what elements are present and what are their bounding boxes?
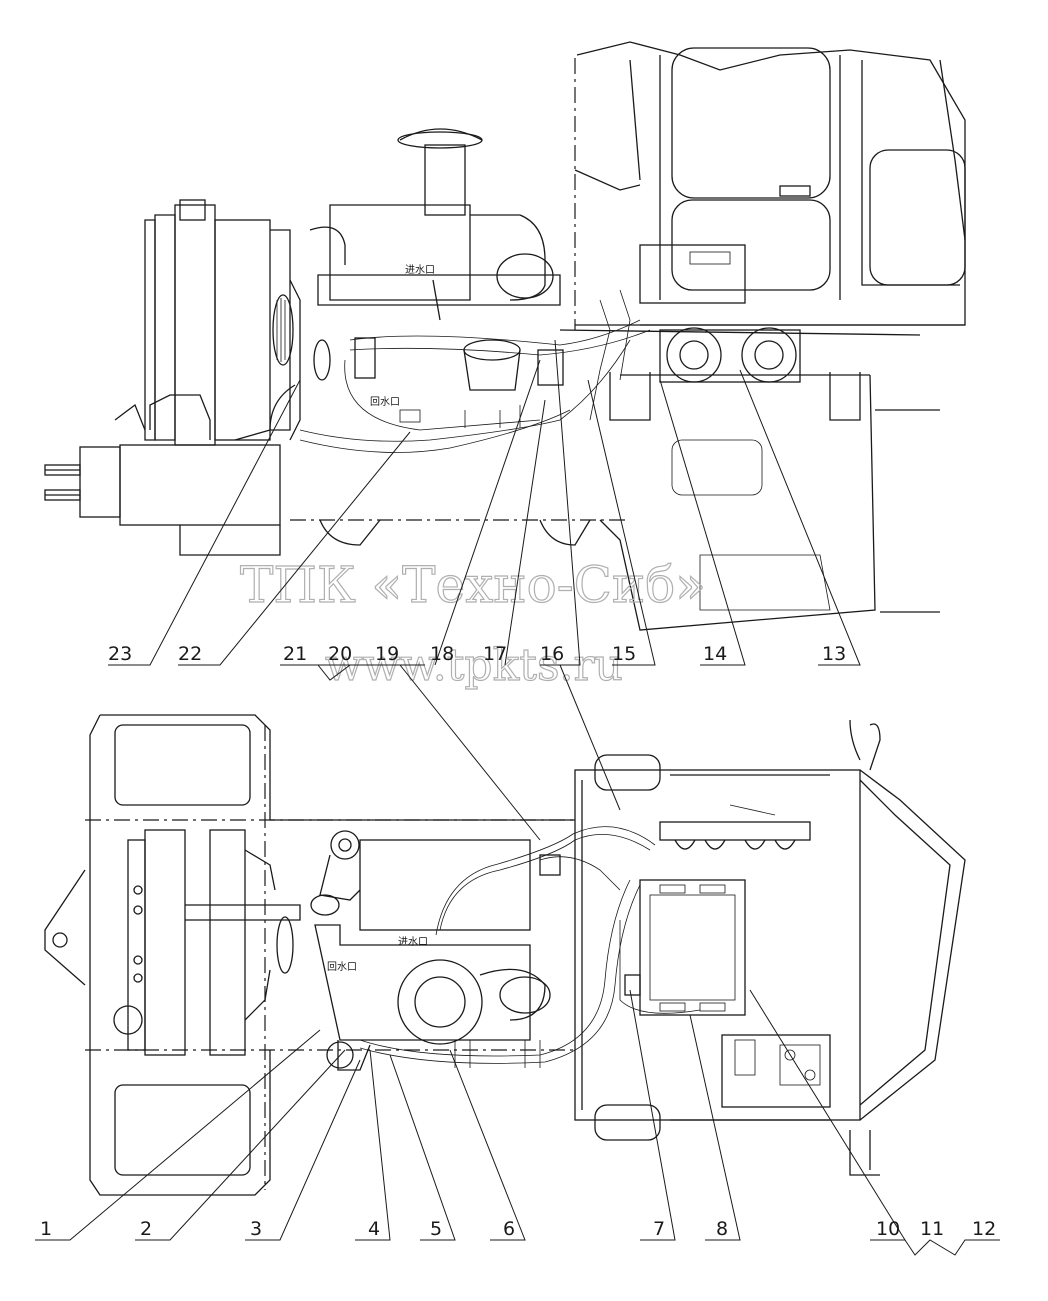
callout-16: 16 bbox=[540, 643, 564, 665]
water-inlet-label-top: 进水口 bbox=[405, 264, 435, 276]
callout-2: 2 bbox=[140, 1218, 152, 1240]
side-elevation-view: 进水口 回水口 bbox=[44, 41, 966, 631]
callout-19: 19 bbox=[375, 643, 399, 665]
callout-1: 1 bbox=[40, 1218, 52, 1240]
callout-21: 21 bbox=[283, 643, 307, 665]
water-inlet-label-plan: 进水口 bbox=[398, 936, 428, 948]
callout-12: 12 bbox=[972, 1218, 996, 1240]
callout-10: 10 bbox=[876, 1218, 900, 1240]
callout-6: 6 bbox=[503, 1218, 515, 1240]
callout-18: 18 bbox=[430, 643, 454, 665]
callout-15: 15 bbox=[612, 643, 636, 665]
callout-7: 7 bbox=[653, 1218, 665, 1240]
callout-23: 23 bbox=[108, 643, 132, 665]
water-return-label-plan: 回水口 bbox=[327, 961, 357, 973]
callout-17: 17 bbox=[483, 643, 507, 665]
watermark-company: ТПК «Техно-Сиб» bbox=[240, 556, 706, 614]
callout-20: 20 bbox=[328, 643, 352, 665]
top-callouts: 23 22 21 20 19 18 17 16 15 14 13 bbox=[108, 339, 861, 841]
callout-13: 13 bbox=[822, 643, 846, 665]
callout-4: 4 bbox=[368, 1218, 380, 1240]
callout-22: 22 bbox=[178, 643, 202, 665]
callout-5: 5 bbox=[430, 1218, 442, 1240]
plan-view: 进水口 回水口 bbox=[44, 714, 966, 1196]
callout-11: 11 bbox=[920, 1218, 944, 1240]
callout-3: 3 bbox=[250, 1218, 262, 1240]
callout-8: 8 bbox=[716, 1218, 728, 1240]
bottom-callouts: 1 2 3 4 5 6 7 8 10 11 12 bbox=[35, 989, 1000, 1256]
callout-14: 14 bbox=[703, 643, 727, 665]
water-return-label-top: 回水口 bbox=[370, 396, 400, 408]
